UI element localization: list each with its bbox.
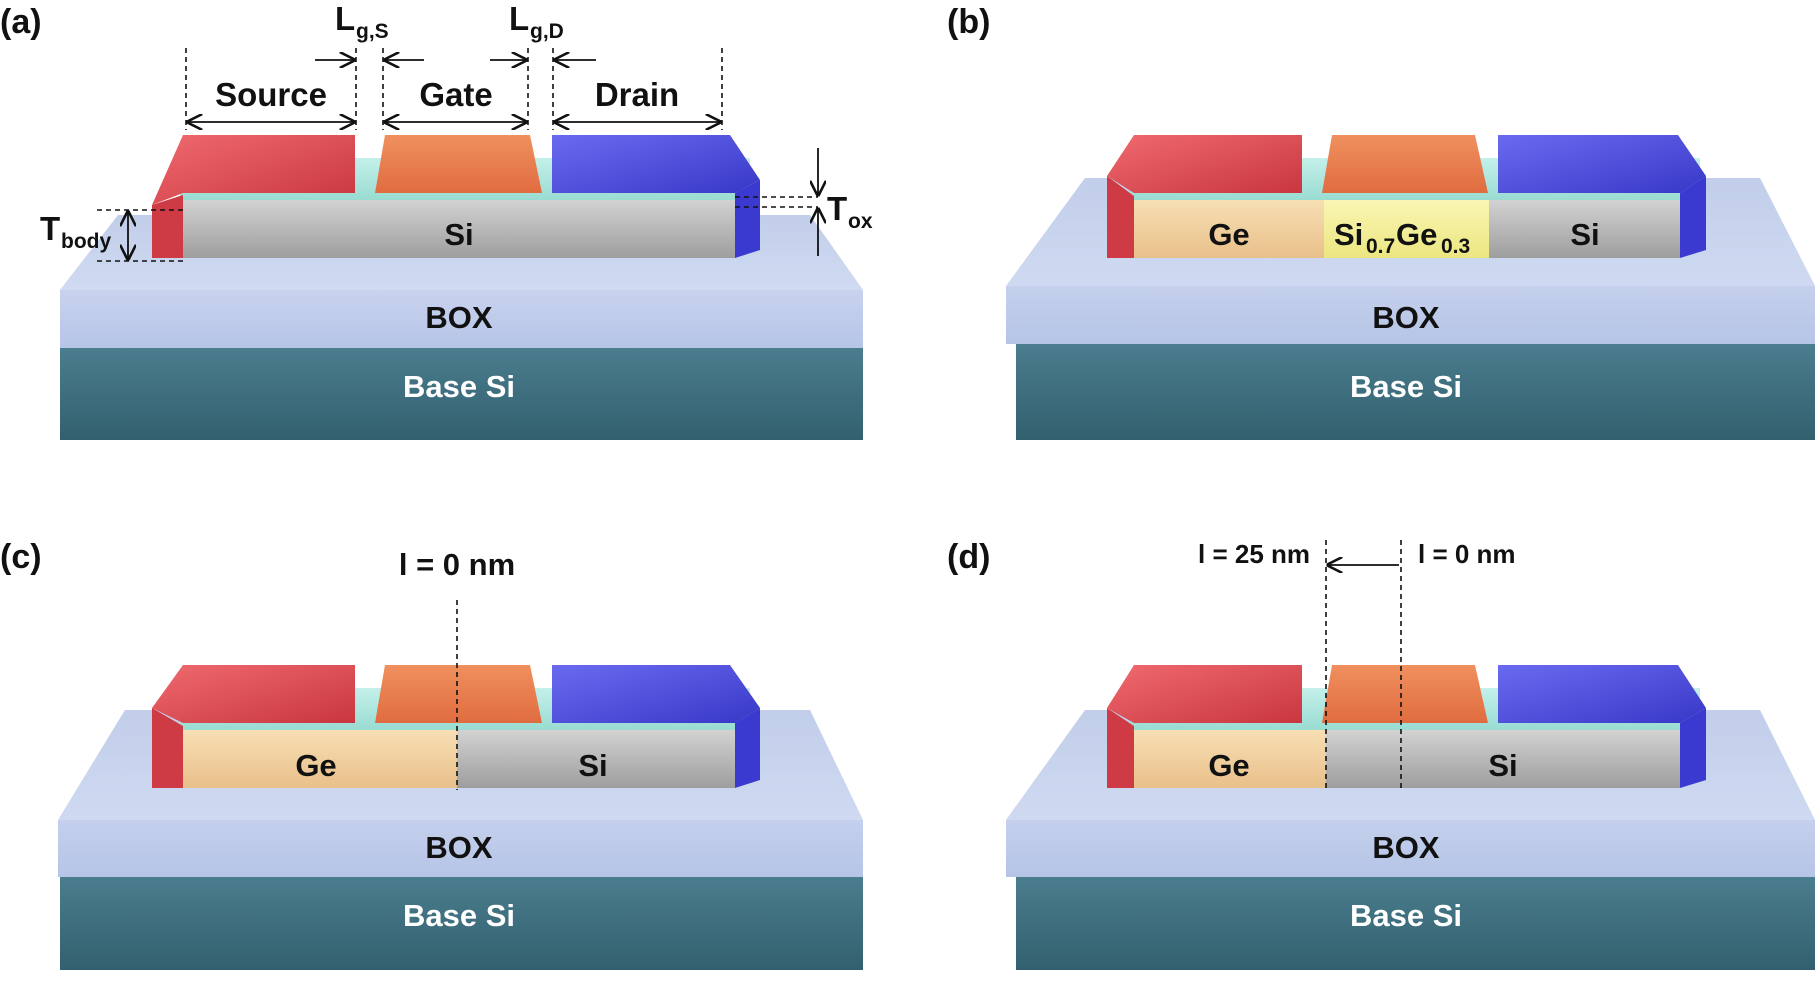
source-contact [152,135,355,205]
gate-electrode [1322,135,1488,193]
base-si-label: Base Si [403,369,515,404]
source-contact [152,665,355,723]
svg-text:Ge: Ge [1396,217,1437,252]
svg-text:ox: ox [848,210,873,233]
panel-tag: (d) [947,538,990,576]
ge-region [1134,200,1324,258]
drain-contact [552,665,760,723]
base-si-layer [60,877,863,970]
svg-text:T: T [40,210,60,247]
drain-label: Drain [595,76,679,113]
ge-region [1134,730,1326,788]
sige-region [1324,200,1489,258]
panel-a: (a) Si BOX Base Si Source Gat [0,0,873,440]
drain-contact [1498,135,1706,193]
base-si-layer [1016,877,1815,970]
svg-text:g,D: g,D [530,20,564,43]
base-si-label: Base Si [1350,898,1462,933]
channel-label-si: Si [1570,217,1599,252]
svg-text:body: body [61,230,111,253]
channel-label-si: Si [444,217,473,252]
tbody-label: T body [40,210,111,253]
channel-label-ge: Ge [1208,748,1249,783]
si-region [1489,200,1680,258]
ge-region [183,730,457,788]
source-contact [1107,135,1302,193]
panel-b: (b) Ge Si 0.7 Ge 0.3 Si BOX Base Si [947,3,1815,440]
lgd-label: L g,D [509,0,564,43]
channel-label-ge: Ge [295,748,336,783]
base-si-layer [1016,344,1815,440]
gate-electrode [1322,665,1488,723]
tox-label: T ox [827,190,873,233]
base-si-label: Base Si [1350,369,1462,404]
gate-label: Gate [419,76,492,113]
panel-d: (d) l = 25 nm l = 0 nm Ge Si BOX Base Si [947,538,1815,970]
gate-electrode [375,135,542,193]
channel-label-si: Si [1488,748,1517,783]
base-si-label: Base Si [403,898,515,933]
svg-text:g,S: g,S [356,20,389,43]
svg-text:L: L [335,0,355,37]
svg-text:0.3: 0.3 [1441,235,1470,258]
svg-text:Si: Si [1334,217,1363,252]
drain-contact [1498,665,1706,723]
box-label: BOX [1372,300,1440,335]
channel-label-ge: Ge [1208,217,1249,252]
panel-tag: (c) [0,538,42,576]
drain-contact [552,135,760,193]
junction-marker-label-25nm: l = 25 nm [1198,539,1310,569]
si-region [457,730,735,788]
si-region [1326,730,1680,788]
panel-c: (c) l = 0 nm Ge Si BOX Base Si [0,538,863,970]
svg-text:L: L [509,0,529,37]
gate-electrode [375,665,542,723]
channel-label-si: Si [578,748,607,783]
box-label: BOX [425,300,493,335]
lgs-label: L g,S [335,0,389,43]
panel-tag: (b) [947,3,990,41]
panel-tag: (a) [0,3,42,41]
source-label: Source [215,76,327,113]
source-contact [1107,665,1302,723]
junction-marker-label: l = 0 nm [399,547,515,582]
junction-marker-label-0nm: l = 0 nm [1418,539,1516,569]
svg-text:0.7: 0.7 [1366,235,1395,258]
base-si-layer [60,348,863,440]
svg-text:T: T [827,190,847,227]
channel-label-sige: Si 0.7 Ge 0.3 [1334,217,1470,258]
box-label: BOX [425,830,493,865]
box-label: BOX [1372,830,1440,865]
si-channel [183,200,735,258]
